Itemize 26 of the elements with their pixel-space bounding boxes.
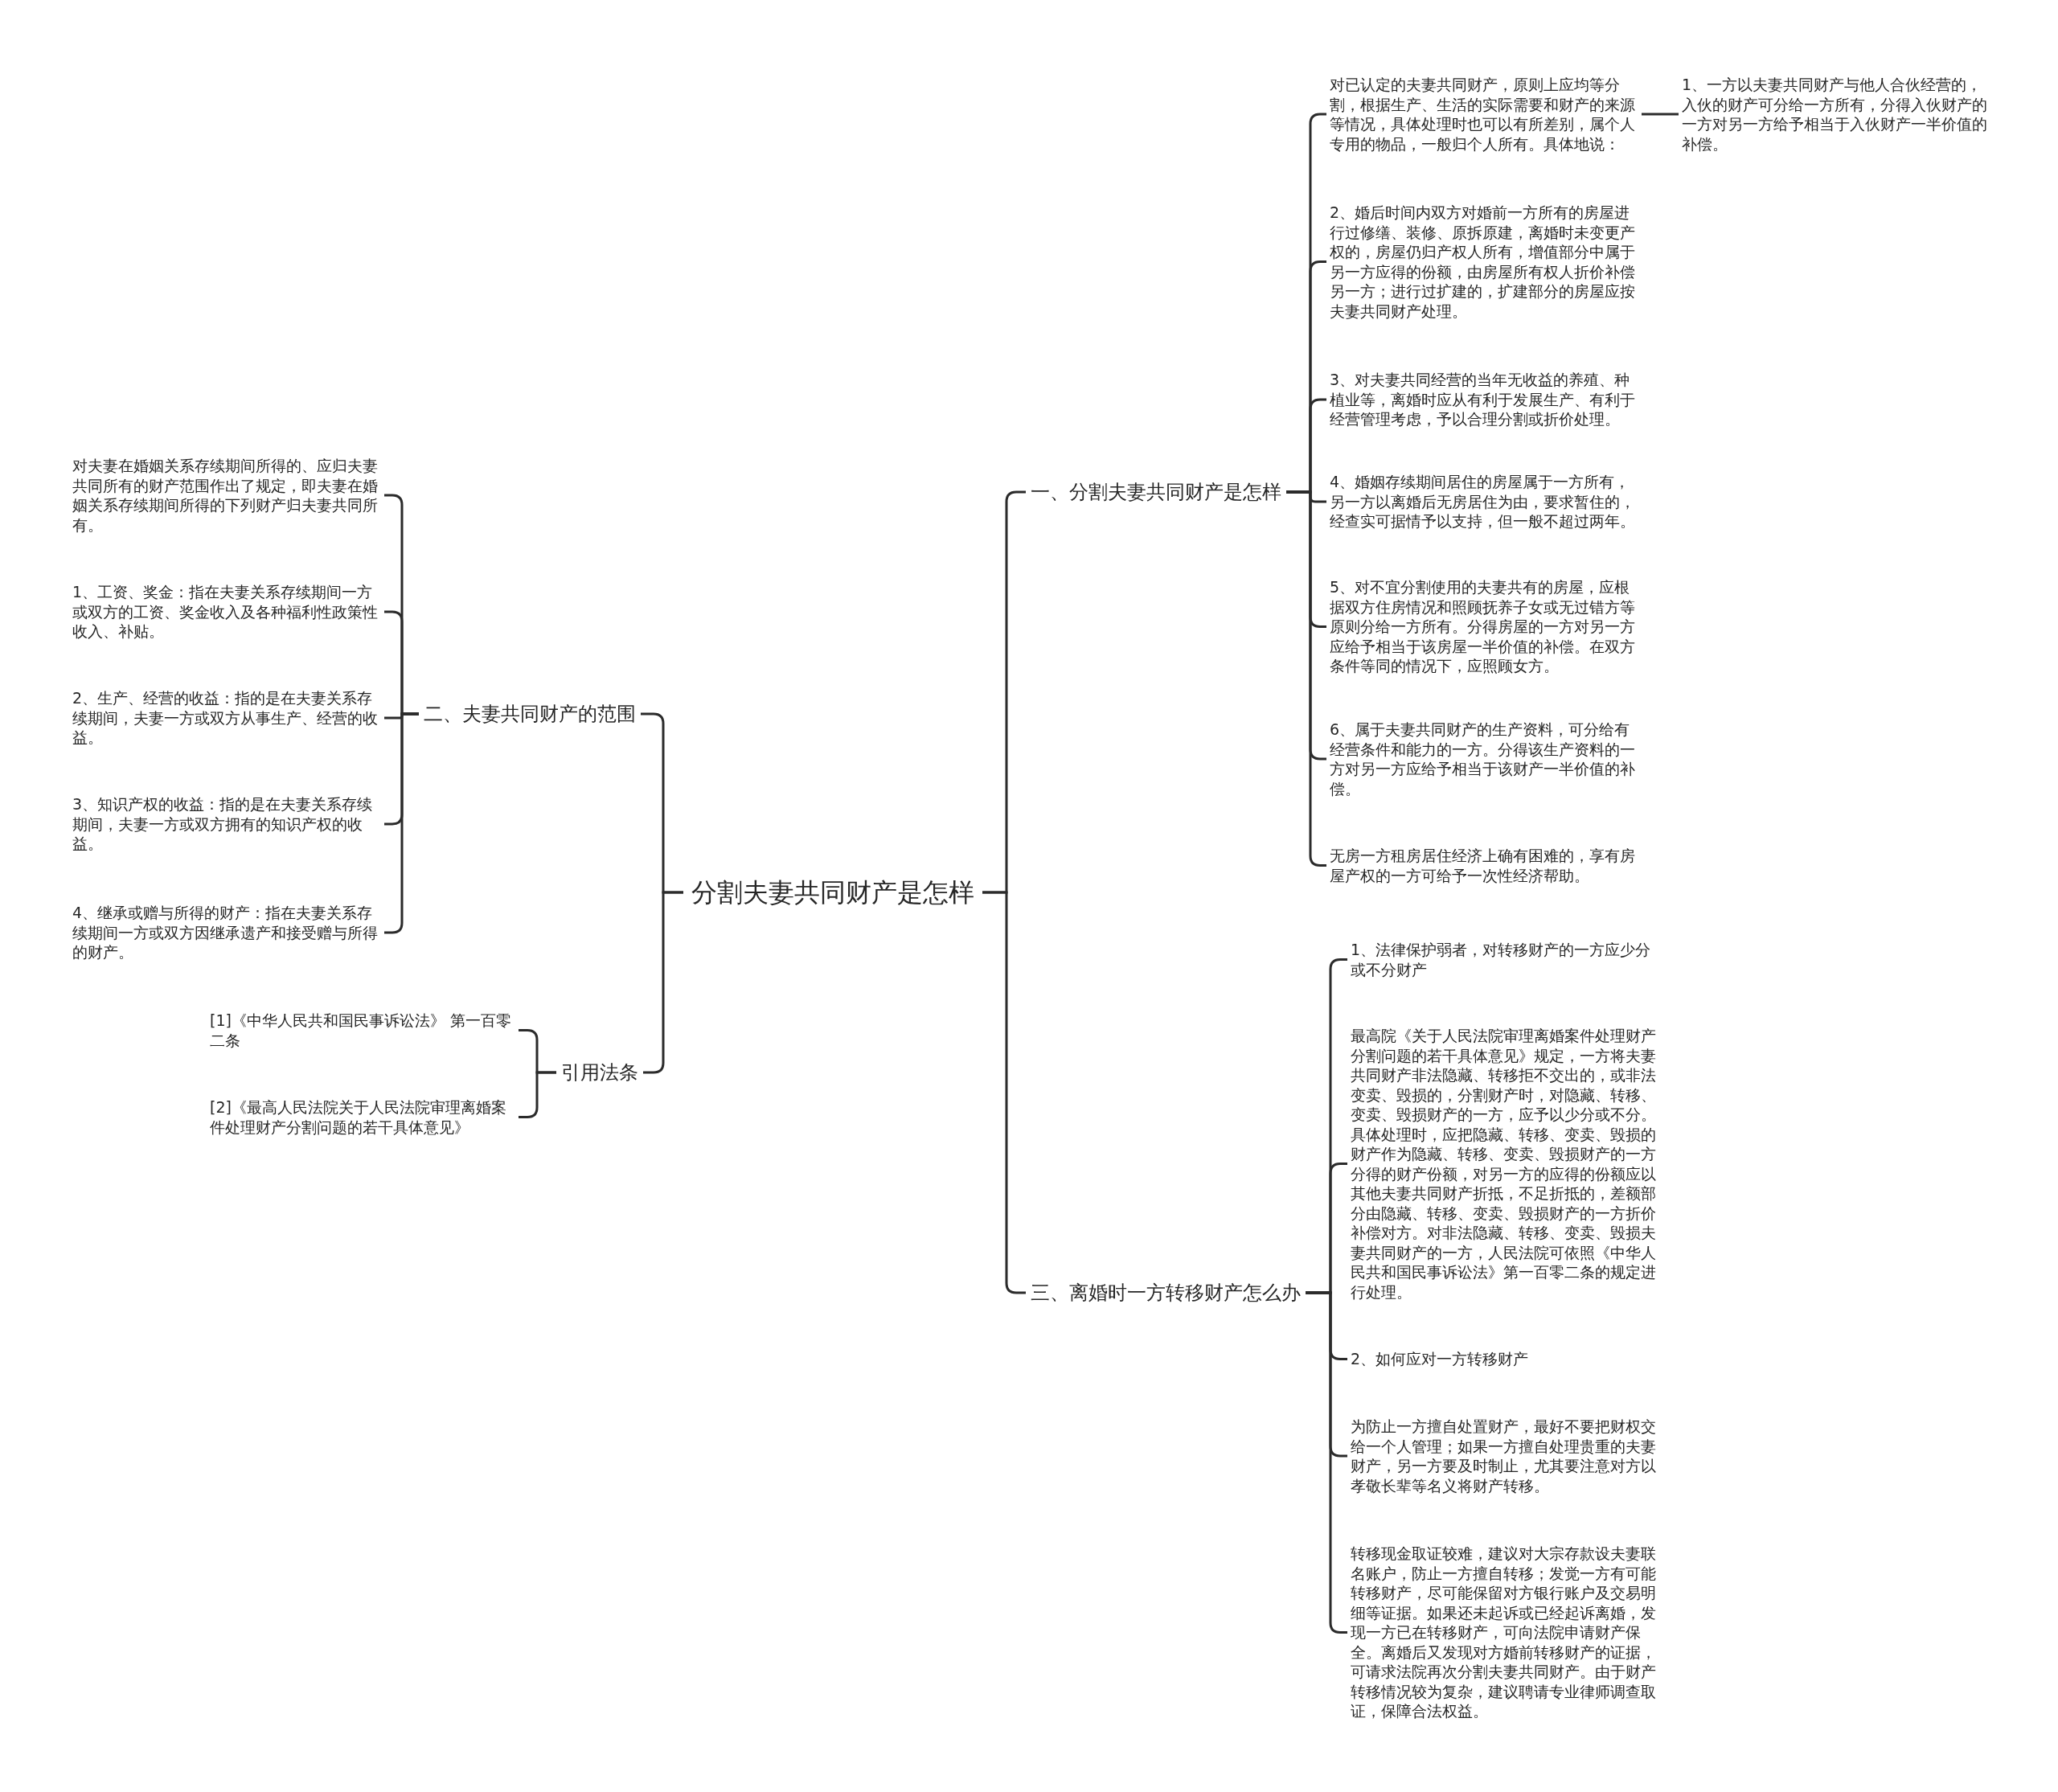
- note-text: 最高院《关于人民法院审理离婚案件处理财产分割问题的若干具体意见》规定，一方将夫妻共同财产非法隐藏、转移拒不交出的，或非法变卖、毁损的，分割财产时，对隐藏、转移、变卖、毁损财产的一方，应予以少分或不分。具体处理时，应把隐藏、转移、变卖、毁损的财产作为隐藏、转移、变卖、毁损财产的一方分得的财产份额，对另一方的应得的份额应以其他夫妻共同财产折抵，不足折抵的，差额部分由隐藏、转移、变卖、毁损财产的一方折价补偿对方。对非法隐藏、转移、变卖、毁损夫妻共同财产的一方，人民法院可依照《中华人民共和国民事诉讼法》第一百零二条的规定进行处理。: [1347, 1026, 1662, 1302]
- note-text: 1、法律保护弱者，对转移财产的一方应少分或不分财产: [1347, 940, 1662, 979]
- citation-text: [2]《最高人民法院关于人民法院审理离婚案件处理财产分割问题的若干具体意见》: [207, 1097, 519, 1137]
- note-text: 4、继承或赠与所得的财产：指在夫妻关系存续期间一方或双方因继承遗产和接受赠与所得的财产。: [69, 903, 384, 962]
- note-text: 4、婚姻存续期间居住的房屋属于一方所有，另一方以离婚后无房居住为由，要求暂住的，经查实可据情予以支持，但一般不超过两年。: [1326, 472, 1642, 531]
- note-text: 2、如何应对一方转移财产: [1347, 1349, 1662, 1369]
- note-text: 6、属于夫妻共同财产的生产资料，可分给有经营条件和能力的一方。分得该生产资料的一方对另一方应给予相当于该财产一半价值的补偿。: [1326, 720, 1642, 798]
- branch-topic: 引用法条: [556, 1060, 643, 1085]
- note-text: 对已认定的夫妻共同财产，原则上应均等分割，根据生产、生活的实际需要和财产的来源等情况，具体处理时也可以有所差别，属个人专用的物品，一般归个人所有。具体地说：: [1326, 75, 1642, 154]
- note-text: 2、生产、经营的收益：指的是在夫妻关系存续期间，夫妻一方或双方从事生产、经营的收益。: [69, 688, 384, 748]
- note-text: 1、一方以夫妻共同财产与他人合伙经营的，入伙的财产可分给一方所有，分得入伙财产的一方对另一方给予相当于入伙财产一半价值的补偿。: [1679, 75, 1994, 154]
- central-topic: 分割夫妻共同财产是怎样: [683, 876, 982, 908]
- note-text: 为防止一方擅自处置财产，最好不要把财权交给一个人管理；如果一方擅自处理贵重的夫妻财产，另一方要及时制止，尤其要注意对方以孝敬长辈等名义将财产转移。: [1347, 1417, 1662, 1495]
- note-text: 2、婚后时间内双方对婚前一方所有的房屋进行过修缮、装修、原拆原建，离婚时未变更产权的，房屋仍归产权人所有，增值部分中属于另一方应得的份额，由房屋所有权人折价补偿另一方；进行过扩建的，扩建部分的房屋应按夫妻共同财产处理。: [1326, 203, 1642, 321]
- branch-topic: 一、分割夫妻共同财产是怎样: [1026, 480, 1286, 504]
- citation-text: [1]《中华人民共和国民事诉讼法》 第一百零二条: [207, 1011, 519, 1050]
- branch-topic: 三、离婚时一方转移财产怎么办: [1026, 1281, 1306, 1305]
- note-text: 对夫妻在婚姻关系存续期间所得的、应归夫妻共同所有的财产范围作出了规定，即夫妻在婚姻关系存续期间所得的下列财产归夫妻共同所有。: [69, 456, 384, 535]
- note-text: 无房一方租房居住经济上确有困难的，享有房屋产权的一方可给予一次性经济帮助。: [1326, 846, 1642, 885]
- note-text: 5、对不宜分割使用的夫妻共有的房屋，应根据双方住房情况和照顾抚养子女或无过错方等原则分给一方所有。分得房屋的一方对另一方应给予相当于该房屋一半价值的补偿。在双方条件等同的情况下，应照顾女方。: [1326, 577, 1642, 676]
- note-text: 3、对夫妻共同经营的当年无收益的养殖、种植业等，离婚时应从有利于发展生产、有利于经营管理考虑，予以合理分割或折价处理。: [1326, 370, 1642, 429]
- connector-line: [1642, 113, 1679, 116]
- note-text: 1、工资、奖金：指在夫妻关系存续期间一方或双方的工资、奖金收入及各种福利性政策性收入、补贴。: [69, 582, 384, 642]
- note-text: 转移现金取证较难，建议对大宗存款设夫妻联名账户，防止一方擅自转移；发觉一方有可能转移财产，尽可能保留对方银行账户及交易明细等证据。如果还未起诉或已经起诉离婚，发现一方已在转移财产，可向法院申请财产保全。离婚后又发现对方婚前转移财产的证据，可请求法院再次分割夫妻共同财产。由于财产转移情况较为复杂，建议聘请专业律师调查取证，保障合法权益。: [1347, 1544, 1662, 1721]
- note-text: 3、知识产权的收益：指的是在夫妻关系存续期间，夫妻一方或双方拥有的知识产权的收益。: [69, 794, 384, 854]
- branch-topic: 二、夫妻共同财产的范围: [419, 702, 641, 726]
